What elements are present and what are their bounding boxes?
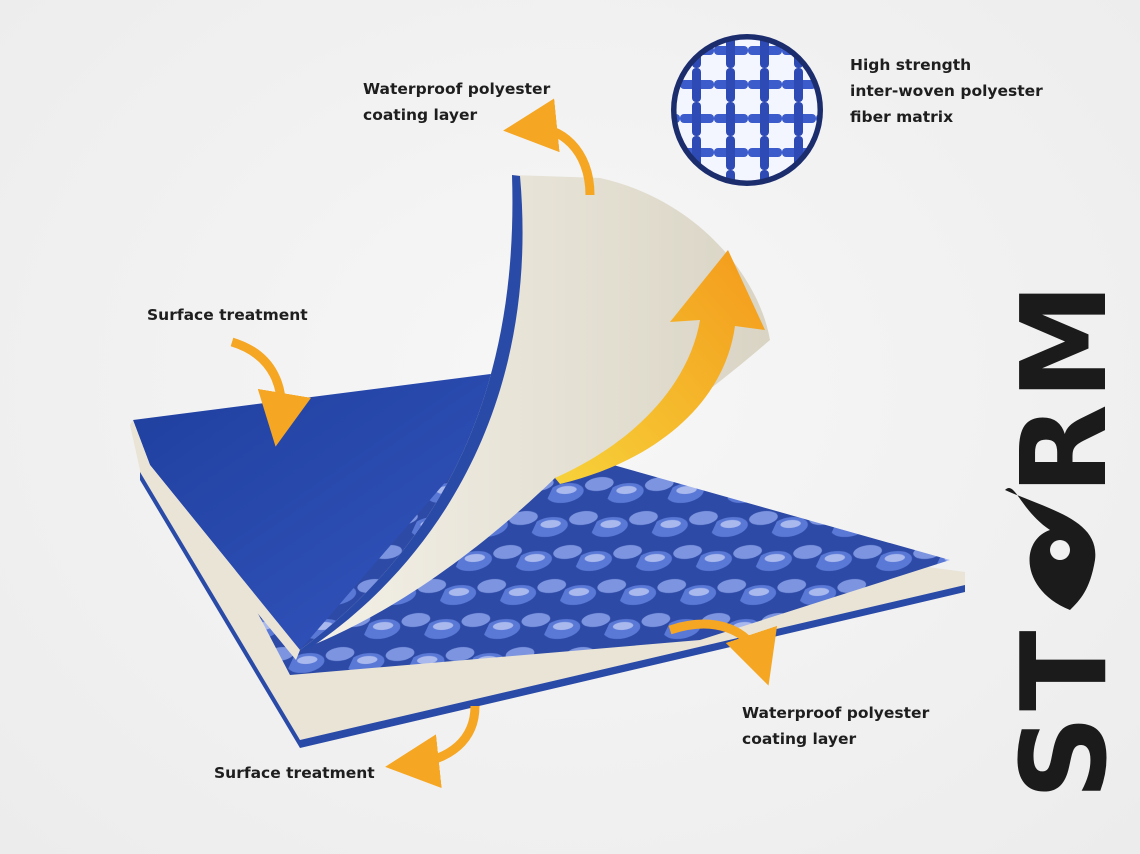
label-line: coating layer — [742, 730, 857, 748]
svg-text:ST: ST — [995, 627, 1133, 800]
label-line: coating layer — [363, 106, 478, 124]
label-line: High strength — [850, 56, 972, 74]
label-line: Waterproof polyester — [742, 704, 930, 722]
big-lift-arrow — [555, 250, 765, 484]
arrow-bottom-coating — [668, 619, 778, 686]
label-fiber-matrix: High strength inter-woven polyester fibe… — [850, 52, 1043, 130]
hurricane-icon — [1005, 488, 1096, 610]
svg-text:RM: RM — [995, 279, 1133, 495]
label-surface-top: Surface treatment — [147, 306, 308, 324]
top-sheet-surface — [133, 367, 545, 650]
label-line: fiber matrix — [850, 108, 954, 126]
label-bottom-coating: Waterproof polyester coating layer — [742, 700, 929, 752]
top-sheet-edge — [130, 420, 300, 660]
label-surface-bottom: Surface treatment — [214, 764, 375, 782]
label-line: inter-woven polyester — [850, 82, 1043, 100]
label-line: Waterproof polyester — [363, 80, 551, 98]
arrow-surface-bottom — [385, 705, 480, 789]
arrow-surface-top — [230, 337, 312, 447]
fiber-matrix-magnifier — [671, 34, 823, 186]
arrow-top-coating — [503, 98, 595, 196]
label-top-coating: Waterproof polyester coating layer — [363, 76, 550, 128]
storm-logo: ST RM — [995, 279, 1133, 800]
peeling-blue-backing — [300, 175, 523, 650]
